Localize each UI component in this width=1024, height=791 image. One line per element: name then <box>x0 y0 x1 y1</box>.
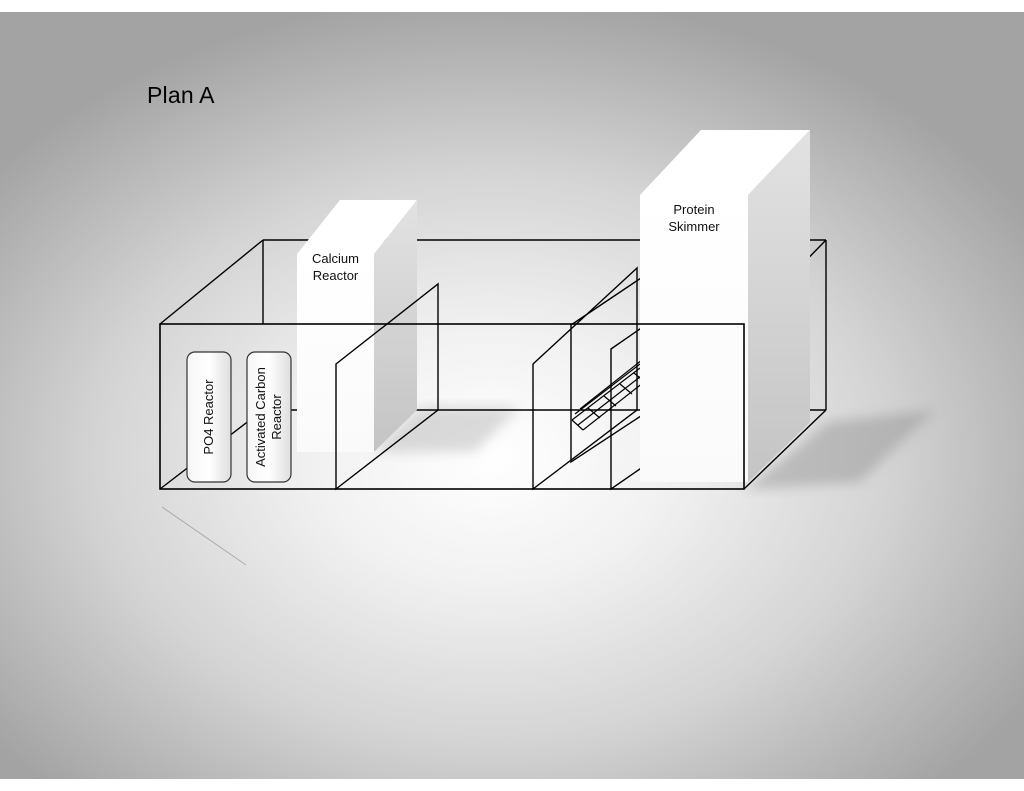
po4-reactor-pod <box>186 351 232 483</box>
calcium-reactor-label: Calcium Reactor <box>312 251 359 283</box>
calcium-reactor-box <box>297 200 417 452</box>
diagram-canvas: Plan A Calcium Reactor Protein Skimmer P… <box>0 12 1024 779</box>
baffle-left <box>335 282 439 491</box>
carbon-reactor-label: Activated Carbon Reactor <box>253 367 284 467</box>
filter-mesh <box>571 359 649 431</box>
tank-front <box>159 323 745 490</box>
po4-reactor-label: PO4 Reactor <box>201 379 216 455</box>
sump-diagram <box>159 130 935 566</box>
page-title: Plan A <box>147 82 215 108</box>
reflection-line <box>161 506 247 566</box>
baffles-middle <box>532 266 651 491</box>
carbon-reactor-pod <box>246 351 292 483</box>
protein-skimmer-label: Protein Skimmer <box>668 202 720 234</box>
floor-shadows <box>372 407 935 490</box>
reactor-pods <box>186 351 292 483</box>
protein-skimmer-box <box>640 130 810 482</box>
